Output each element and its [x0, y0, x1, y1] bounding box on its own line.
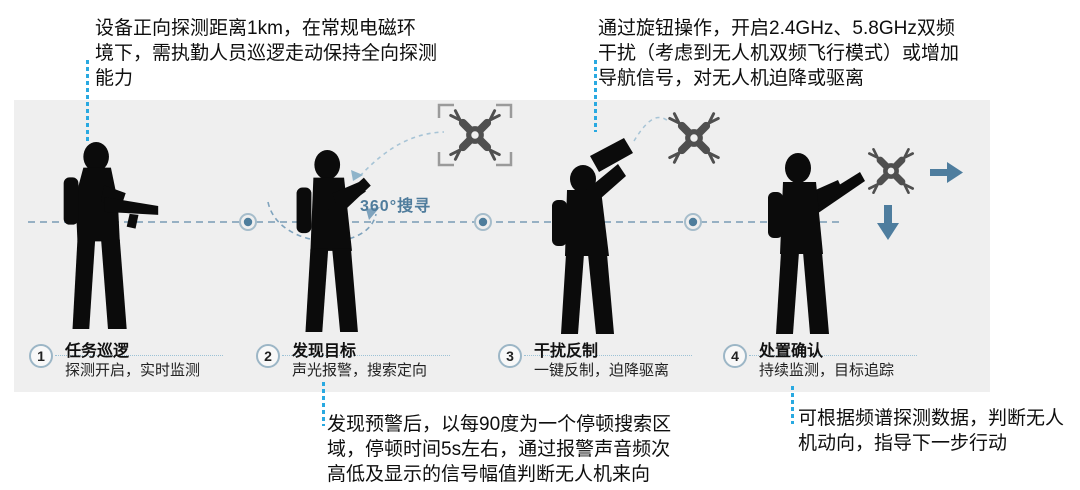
- step-subtitle: 持续监测，目标追踪: [759, 362, 895, 379]
- drone-icon: [866, 146, 916, 201]
- step-number-badge: 4: [723, 344, 747, 368]
- leader-line-top-right: [594, 60, 597, 132]
- annotation-bottom-right: 可根据频谱探测数据，判断无人 机动向，指导下一步行动: [798, 406, 1064, 456]
- step-dotted-rule: [55, 355, 223, 356]
- annotation-line: 设备正向探测距离1km，在常规电磁环: [95, 18, 416, 39]
- soldier-tracking-silhouette: [752, 148, 882, 334]
- step-number-badge: 3: [498, 344, 522, 368]
- annotation-line: 机动向，指导下一步行动: [798, 433, 1008, 454]
- annotation-bottom-center: 发现预警后，以每90度为一个停顿搜索区 域，停顿时间5s左右，通过报警声音频次 …: [327, 412, 671, 487]
- annotation-line: 境下，需执勤人员巡逻走动保持全向探测: [95, 43, 438, 64]
- drone-icon: [666, 110, 722, 171]
- step-title: 处置确认: [759, 343, 824, 360]
- step-dotted-rule: [282, 355, 450, 356]
- step-2: 2 发现目标 声光报警，搜索定向: [256, 337, 491, 389]
- step-subtitle: 探测开启，实时监测: [65, 362, 201, 379]
- step-number-badge: 2: [256, 344, 280, 368]
- step-dotted-rule: [749, 355, 917, 356]
- step-3: 3 干扰反制 一键反制，迫降驱离: [498, 337, 733, 389]
- annotation-line: 发现预警后，以每90度为一个停顿搜索区: [327, 414, 672, 435]
- annotation-line: 导航信号，对无人机迫降或驱离: [598, 68, 865, 89]
- drone-icon: [447, 107, 503, 168]
- soldier-jamming-silhouette: [540, 136, 660, 334]
- annotation-line: 能力: [95, 68, 134, 89]
- leader-line-bottom-center: [322, 382, 325, 426]
- step-4: 4 处置确认 持续监测，目标追踪: [723, 337, 958, 389]
- step-dotted-rule: [524, 355, 692, 356]
- step-subtitle: 声光报警，搜索定向: [292, 362, 428, 379]
- soldier-patrol-silhouette: [46, 140, 166, 332]
- step-title: 干扰反制: [534, 343, 599, 360]
- annotation-line: 域，停顿时间5s左右，通过报警声音频次: [327, 439, 671, 460]
- leader-line-top-left: [86, 60, 89, 142]
- annotation-line: 干扰（考虑到无人机双频飞行模式）或增加: [598, 43, 960, 64]
- step-number-badge: 1: [29, 344, 53, 368]
- annotation-top-right: 通过旋钮操作，开启2.4GHz、5.8GHz双频 干扰（考虑到无人机双频飞行模式…: [598, 16, 959, 91]
- annotation-top-left: 设备正向探测距离1km，在常规电磁环 境下，需执勤人员巡逻走动保持全向探测 能力: [95, 16, 437, 91]
- soldier-detecting-silhouette: [282, 146, 417, 334]
- stage-panel: [14, 100, 990, 392]
- step-title: 任务巡逻: [65, 343, 130, 360]
- annotation-line: 可根据频谱探测数据，判断无人: [798, 408, 1065, 429]
- step-title: 发现目标: [292, 343, 357, 360]
- step-1: 1 任务巡逻 探测开启，实时监测: [29, 337, 264, 389]
- annotation-line: 高低及显示的信号幅值判断无人机来向: [327, 464, 651, 485]
- leader-line-bottom-right: [791, 386, 794, 424]
- search-360-label: 360°搜寻: [360, 198, 432, 215]
- step-subtitle: 一键反制，迫降驱离: [534, 362, 670, 379]
- annotation-line: 通过旋钮操作，开启2.4GHz、5.8GHz双频: [598, 18, 955, 39]
